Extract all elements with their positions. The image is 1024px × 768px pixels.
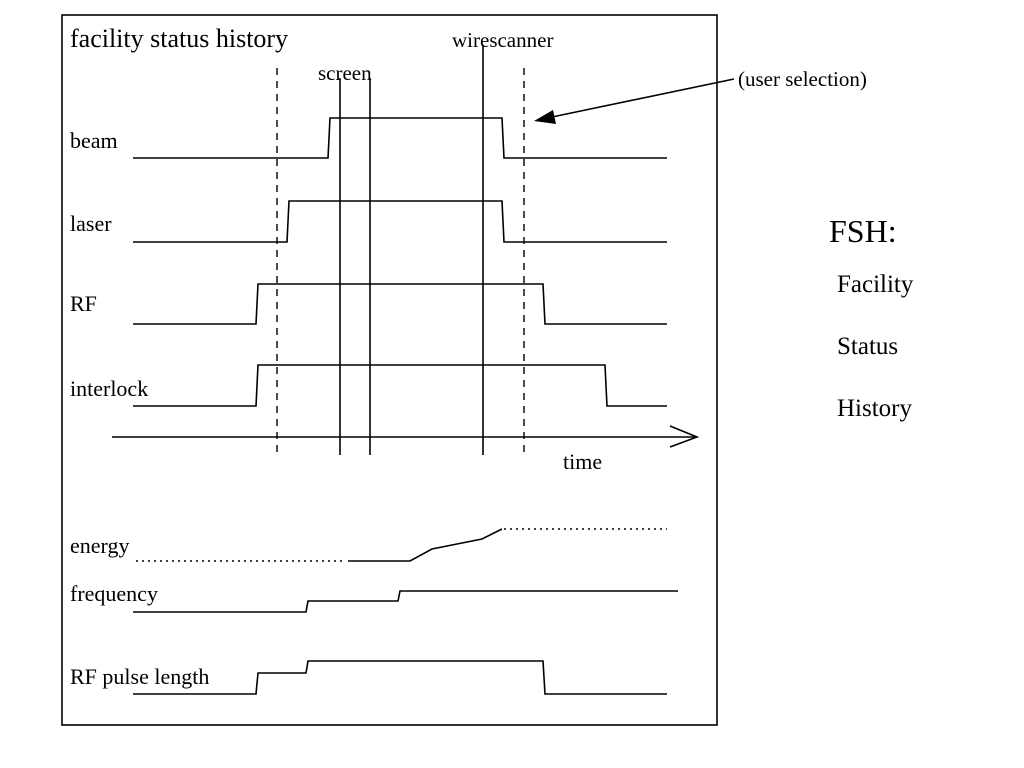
energy-trace (348, 528, 503, 562)
diagram-frame (61, 14, 718, 726)
user-selection-arrowhead-icon (534, 110, 556, 124)
energy-label: energy (70, 533, 129, 558)
frequency-label: frequency (70, 581, 158, 606)
fsh-heading: FSH: (829, 213, 897, 249)
laser-trace (133, 200, 667, 243)
time-axis-arrowhead-icon (669, 425, 700, 448)
rf-trace (133, 283, 667, 325)
beam-trace (133, 117, 667, 159)
laser-label: laser (70, 211, 112, 236)
rf-pulse-length-trace (133, 660, 667, 695)
diagram-title: facility status history (70, 24, 288, 53)
screen-marker-label: screen (318, 61, 372, 85)
rf-label: RF (70, 291, 97, 316)
beam-label: beam (70, 128, 118, 153)
wirescanner-marker-label: wirescanner (452, 28, 553, 52)
interlock-trace (133, 364, 667, 407)
fsh-line-status: Status (837, 333, 898, 360)
fsh-line-history: History (837, 395, 913, 422)
user-selection-arrow-line (551, 78, 735, 118)
user-selection-label: (user selection) (738, 67, 867, 91)
interlock-label: interlock (70, 376, 148, 401)
rf-pulse-length-label: RF pulse length (70, 664, 209, 689)
fsh-line-facility: Facility (837, 271, 914, 298)
frequency-trace (133, 590, 678, 613)
time-axis-label: time (563, 449, 602, 474)
